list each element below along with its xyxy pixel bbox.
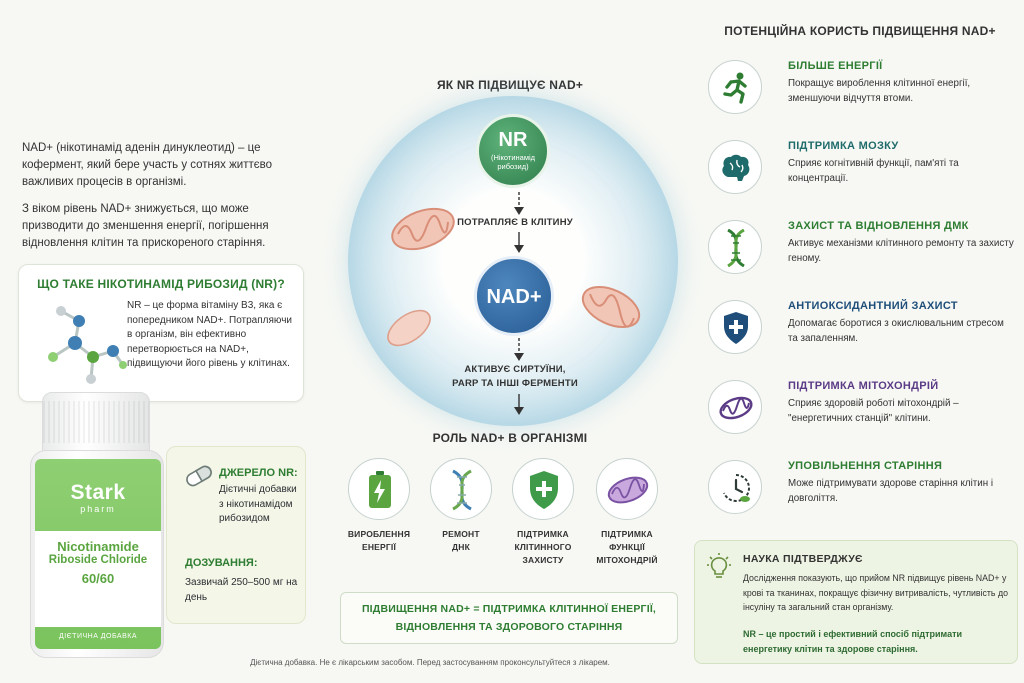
dosage-text: Зазвичай 250–500 мг на день (185, 577, 298, 603)
benefit-title: ПІДТРИМКА МІТОХОНДРІЙ (788, 380, 939, 392)
role-label-line: ДНК (452, 542, 470, 552)
product-bottle: Stark pharm Nicotinamide Riboside Chlori… (26, 392, 168, 660)
mechanism-title: ЯК NR ПІДВИЩУЄ NAD+ (436, 78, 584, 92)
role-label-line: ЕНЕРГІЇ (361, 542, 397, 552)
nr-info-card: ЩО ТАКЕ НІКОТИНАМІД РИБОЗИД (NR)? NR – ц… (18, 264, 304, 402)
dna-icon (727, 229, 745, 267)
summary-banner: ПІДВИЩЕННЯ NAD+ = ПІДТРИМКА КЛІТИННОЇ ЕН… (340, 592, 678, 644)
arrow-down-icon (514, 394, 524, 415)
role-label-line: ЗАХИСТУ (522, 555, 564, 565)
shield-plus-icon (724, 312, 748, 344)
role-label-line: КЛІТИННОГО (514, 542, 572, 552)
benefit-text: Сприяє здоровій роботі мітохондрій – "ен… (788, 398, 959, 424)
bottle-label: Stark pharm Nicotinamide Riboside Chlori… (35, 459, 161, 649)
benefit-antioxidant: АНТИОКСИДАНТНИЙ ЗАХИСТ Допомагає боротис… (706, 296, 1016, 362)
benefits-title: ПОТЕНЦІЙНА КОРИСТЬ ПІДВИЩЕННЯ NAD+ (724, 24, 996, 38)
bottle-cap (42, 392, 150, 454)
role-label-line: МІТОХОНДРІЙ (596, 555, 658, 565)
role-mitochondria: ПІДТРИМКА ФУНКЦІЇ МІТОХОНДРІЙ (582, 458, 672, 567)
benefit-mitochondria: ПІДТРИМКА МІТОХОНДРІЙ Сприяє здоровій ро… (706, 376, 1016, 442)
role-cell-protection: ПІДТРИМКА КЛІТИННОГО ЗАХИСТУ (498, 458, 588, 567)
source-title: ДЖЕРЕЛО NR: (219, 467, 298, 479)
summary-line2: ВІДНОВЛЕННЯ ТА ЗДОРОВОГО СТАРІННЯ (395, 621, 623, 633)
role-title: РОЛЬ NAD+ В ОРГАНІЗМІ (432, 431, 588, 445)
benefit-text: Активує механізми клітинного ремонту та … (788, 238, 1014, 264)
nad-molecule-node: NAD+ (474, 256, 554, 336)
dosage-title: ДОЗУВАННЯ: (185, 557, 258, 569)
mitochondria-icon (719, 396, 753, 420)
lightbulb-icon (707, 553, 731, 578)
pill-icon (186, 465, 212, 487)
intro-paragraph-2: З віком рівень NAD+ знижується, що може … (22, 203, 269, 249)
benefit-text: Сприяє когнітивній функції, пам'яті та к… (788, 158, 959, 184)
nr-card-text: NR – це форма вітаміну B3, яка є поперед… (127, 300, 292, 369)
benefit-dna: ЗАХИСТ ТА ВІДНОВЛЕННЯ ДМК Активує механі… (706, 216, 1016, 282)
role-label-line: ПІДТРИМКА (601, 529, 653, 539)
step2-line2: PARP ТА ІНШІ ФЕРМЕНТИ (452, 378, 578, 389)
product-type: ДІЄТИЧНА ДОБАВКА (58, 633, 138, 640)
disclaimer: Дієтична добавка. Не є лікарським засобо… (250, 658, 610, 667)
intro-text: NAD+ (нікотинамід аденін динуклеотид) – … (22, 140, 290, 252)
source-text: Дієтичні добавки з нікотинамідом рибозид… (219, 484, 297, 524)
nr-molecule-node: NR (Нікотинамід рибозид) (476, 114, 550, 188)
brand-logo-sub: pharm (80, 504, 116, 514)
intro-paragraph-1: NAD+ (нікотинамід аденін динуклеотид) – … (22, 142, 272, 188)
bottle-body: Stark pharm Nicotinamide Riboside Chlori… (30, 450, 164, 658)
step-enters-cell: ПОТРАПЛЯЄ В КЛІТИНУ (457, 217, 573, 228)
arrow-down-icon (514, 232, 524, 253)
nr-label: NR (498, 129, 528, 151)
benefit-text: Покращує вироблення клітинної енергії, з… (788, 78, 971, 104)
molecule-icon (48, 306, 127, 384)
benefit-text: Допомагає боротися з окислювальним стрес… (788, 318, 1004, 344)
role-energy: ВИРОБЛЕННЯ ЕНЕРГІЇ (334, 458, 424, 554)
clock-icon (723, 474, 750, 502)
product-name-line2: Riboside Chloride (48, 554, 148, 566)
mitochondria-icon (581, 286, 641, 328)
role-label-line: ФУНКЦІЇ (609, 542, 645, 552)
science-card: НАУКА ПІДТВЕРДЖУЄ Дослідження показують,… (694, 540, 1018, 664)
benefit-title: АНТИОКСИДАНТНИЙ ЗАХИСТ (788, 300, 958, 312)
running-person-icon (723, 72, 747, 104)
role-label-line: РЕМОНТ (442, 529, 480, 539)
product-name-line1: Nicotinamide (57, 539, 139, 554)
summary-line1: ПІДВИЩЕННЯ NAD+ = ПІДТРИМКА КЛІТИННОЇ ЕН… (361, 603, 657, 615)
arrow-down-icon (514, 338, 524, 361)
step2-line1: АКТИВУЄ СИРТУЇНИ, (464, 364, 566, 375)
role-dna-repair: РЕМОНТ ДНК (416, 458, 506, 554)
benefit-title: ЗАХИСТ ТА ВІДНОВЛЕННЯ ДМК (788, 220, 969, 232)
role-label-line: ВИРОБЛЕННЯ (347, 529, 411, 539)
mitochondria-icon (607, 476, 649, 504)
nr-card-title: ЩО ТАКЕ НІКОТИНАМІД РИБОЗИД (NR)? (37, 277, 285, 291)
benefit-title: УПОВІЛЬНЕННЯ СТАРІННЯ (788, 460, 943, 472)
shield-plus-icon (530, 471, 558, 509)
battery-icon (369, 471, 391, 508)
source-dosage-card: ДЖЕРЕЛО NR: Дієтичні добавки з нікотинам… (166, 446, 306, 624)
brain-icon (722, 154, 750, 181)
arrow-down-icon (514, 192, 524, 215)
benefit-brain: ПІДТРИМКА МОЗКУ Сприяє когнітивній функц… (706, 136, 1016, 202)
product-count: 60/60 (81, 571, 115, 586)
benefit-energy: БІЛЬШЕ ЕНЕРГІЇ Покращує вироблення кліти… (706, 56, 1016, 122)
nad-label: NAD+ (486, 286, 542, 308)
science-text: Дослідження показують, що прийом NR підв… (743, 573, 1008, 612)
step-activates-enzymes: АКТИВУЄ СИРТУЇНИ, PARP ТА ІНШІ ФЕРМЕНТИ (420, 363, 610, 391)
benefit-title: БІЛЬШЕ ЕНЕРГІЇ (788, 60, 883, 72)
dna-icon (452, 469, 472, 511)
science-conclusion: NR – це простий і ефективний спосіб підт… (743, 629, 963, 654)
mitochondria-icon (387, 309, 431, 347)
role-label-line: ПІДТРИМКА (517, 529, 569, 539)
mitochondria-icon (391, 207, 455, 251)
science-title: НАУКА ПІДТВЕРДЖУЄ (743, 553, 863, 565)
benefit-aging: УПОВІЛЬНЕННЯ СТАРІННЯ Може підтримувати … (706, 456, 1016, 522)
benefit-title: ПІДТРИМКА МОЗКУ (788, 140, 899, 152)
cell-illustration (348, 96, 678, 426)
brand-logo: Stark (70, 481, 126, 504)
nr-sublabel: (Нікотинамід рибозид) (490, 153, 536, 171)
benefit-text: Може підтримувати здорове старіння кліти… (788, 478, 994, 504)
